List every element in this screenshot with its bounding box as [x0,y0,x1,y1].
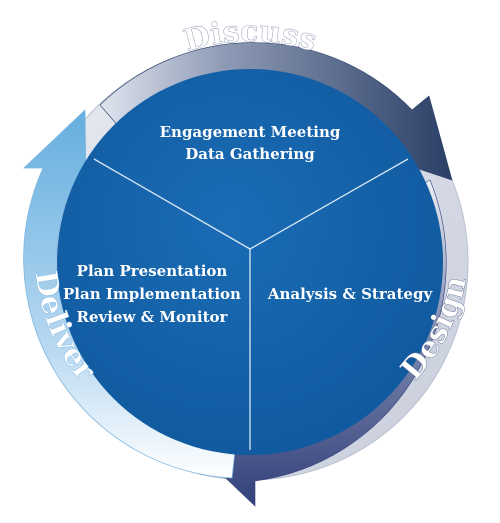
sector-left-line-1: Plan Presentation [77,262,228,280]
sector-right-line-1: Analysis & Strategy [267,285,434,303]
sector-top-line-2: Data Gathering [185,145,315,163]
sector-left-text: Plan Presentation Plan Implementation Re… [63,262,241,326]
sector-dividers [93,158,409,450]
sector-left-line-3: Review & Monitor [77,308,229,326]
sector-top-text: Engagement Meeting Data Gathering [160,123,341,163]
sector-right-text: Analysis & Strategy [267,285,434,303]
sector-top-line-1: Engagement Meeting [160,123,341,141]
sector-left-line-2: Plan Implementation [63,285,241,303]
